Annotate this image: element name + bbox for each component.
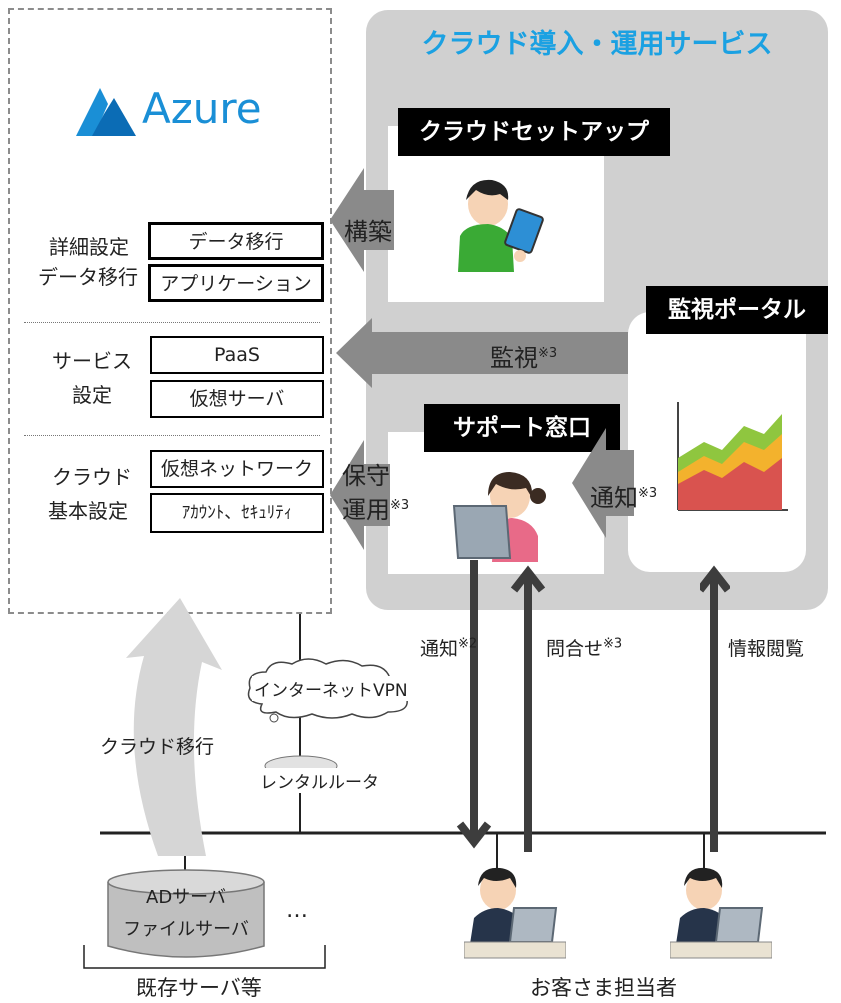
notify-down-label: 通知※2 xyxy=(420,636,478,660)
customer2-icon xyxy=(670,867,772,959)
group2-label-line1: サービス xyxy=(52,349,132,373)
cloud-migration-arrow xyxy=(126,598,222,856)
file-server-label: ファイルサーバ xyxy=(123,919,249,940)
azure-logo-text: Azure xyxy=(142,84,262,133)
maintenance-label-line1: 保守 xyxy=(342,462,390,490)
vpn-label: インターネットVPN xyxy=(252,676,410,701)
servers-ellipsis: … xyxy=(286,898,308,923)
maintenance-label-line2: 運用※3 xyxy=(342,496,410,524)
ad-server-label: ADサーバ xyxy=(146,887,226,908)
azure-logo-icon xyxy=(76,88,136,136)
support-customer-arrows xyxy=(456,560,546,852)
notify-side-arrow xyxy=(572,428,634,538)
maintenance-arrow xyxy=(330,440,390,550)
operator-laptop-icon xyxy=(452,472,546,562)
virtual-server-box: 仮想サーバ xyxy=(150,380,324,418)
server-bracket xyxy=(83,945,326,969)
group1-label-line2: データ移行 xyxy=(38,265,138,289)
service-title: クラウド導入・運用サービス xyxy=(421,29,773,60)
setup-title: クラウドセットアップ xyxy=(398,108,670,156)
monitor-label: 監視※3 xyxy=(490,344,558,372)
info-view-arrow xyxy=(700,565,730,852)
group3-label-line1: クラウド xyxy=(52,465,132,489)
group3-label-line2: 基本設定 xyxy=(48,499,128,523)
support-title: サポート窓口 xyxy=(424,404,620,452)
customers-caption: お客さま担当者 xyxy=(530,976,677,1000)
group1-label-line1: 詳細設定 xyxy=(49,235,129,259)
router-label: レンタルルータ xyxy=(258,768,381,793)
cloud-migration-label: クラウド移行 xyxy=(100,736,215,758)
application-box: アプリケーション xyxy=(148,264,324,302)
existing-servers-caption: 既存サーバ等 xyxy=(136,976,262,1000)
data-migration-box: データ移行 xyxy=(148,222,324,260)
virtual-network-box: 仮想ネットワーク xyxy=(150,450,324,488)
area-chart-icon xyxy=(677,402,788,511)
divider-2 xyxy=(24,435,320,436)
notify-side-label: 通知※3 xyxy=(590,484,658,512)
monitor-arrow xyxy=(336,318,628,388)
info-view-label: 情報閲覧 xyxy=(728,638,805,660)
paas-box: PaaS xyxy=(150,336,324,374)
group2-label-line2: 設定 xyxy=(72,383,112,407)
build-label: 構築 xyxy=(344,218,392,246)
inquiry-label: 問合せ※3 xyxy=(546,636,623,660)
customer1-icon xyxy=(464,867,566,959)
engineer-tablet-icon xyxy=(458,179,544,272)
monitor-portal-title: 監視ポータル xyxy=(646,286,828,334)
divider-1 xyxy=(24,322,320,323)
account-security-box: ｱｶｳﾝﾄ、ｾｷｭﾘﾃｨ xyxy=(150,493,324,533)
server-cylinder-icon xyxy=(107,869,265,958)
build-arrow xyxy=(330,168,394,272)
